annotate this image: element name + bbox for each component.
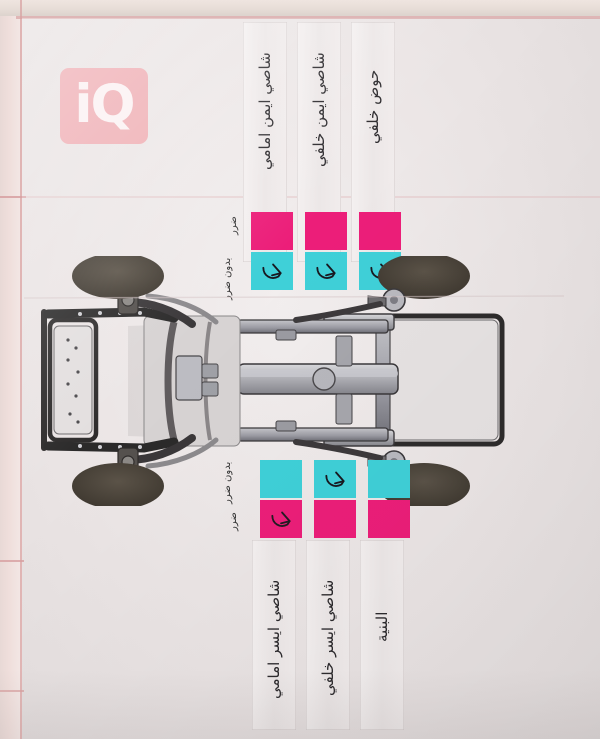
label-front-right-chassis: شاصي ايمن امامي (256, 52, 274, 170)
swatch-group-front-right-chassis (251, 212, 293, 290)
column-strip-front-left-chassis (252, 540, 296, 730)
cell-damaged-structure[interactable] (368, 500, 410, 538)
cell-damaged-rear-right-chassis[interactable] (305, 212, 347, 250)
label-rear-right-chassis: شاصي ايمن خلفي (310, 52, 328, 167)
swatch-group-rear-right-chassis (305, 212, 347, 290)
page-left-edge (0, 0, 22, 739)
page-top-rule (16, 16, 600, 19)
cell-undamaged-rear-right-chassis[interactable] (305, 252, 347, 290)
page-margin-tick-2 (0, 560, 24, 562)
swatch-group-rear-left-chassis (314, 460, 356, 538)
row-label-damaged-bottom: ضرر (228, 512, 239, 531)
iq-logo: iQ (60, 68, 148, 144)
page-margin-tick-3 (0, 690, 24, 692)
row-label-damaged-top: ضرر (228, 216, 239, 235)
check-icon (262, 263, 282, 279)
cell-undamaged-rear-left-chassis[interactable] (314, 460, 356, 498)
iq-logo-text: iQ (74, 73, 135, 135)
label-rear-pan: حوض خلفي (364, 70, 382, 145)
swatch-group-structure (368, 460, 410, 538)
column-strip-structure (360, 540, 404, 730)
cell-damaged-front-right-chassis[interactable] (251, 212, 293, 250)
column-strip-rear-left-chassis (306, 540, 350, 730)
cell-damaged-rear-left-chassis[interactable] (314, 500, 356, 538)
cell-damaged-rear-pan[interactable] (359, 212, 401, 250)
label-structure: البنية (373, 612, 391, 643)
page-margin-tick-1 (0, 196, 26, 198)
cell-damaged-front-left-chassis[interactable] (260, 500, 302, 538)
page-left-rule (20, 0, 22, 739)
page-top-edge (0, 0, 600, 16)
cell-undamaged-front-right-chassis[interactable] (251, 252, 293, 290)
label-rear-left-chassis: شاصي ايسر خلفي (319, 580, 337, 697)
cell-undamaged-structure[interactable] (368, 460, 410, 498)
swatch-group-rear-pan (359, 212, 401, 290)
check-icon (271, 511, 291, 527)
row-label-undamaged-bottom: بدون ضرر (222, 462, 233, 505)
cell-undamaged-front-left-chassis[interactable] (260, 460, 302, 498)
swatch-group-front-left-chassis (260, 460, 302, 538)
check-icon (316, 263, 336, 279)
check-icon (325, 471, 345, 487)
label-front-left-chassis: شاصي ايسر امامي (265, 580, 283, 700)
